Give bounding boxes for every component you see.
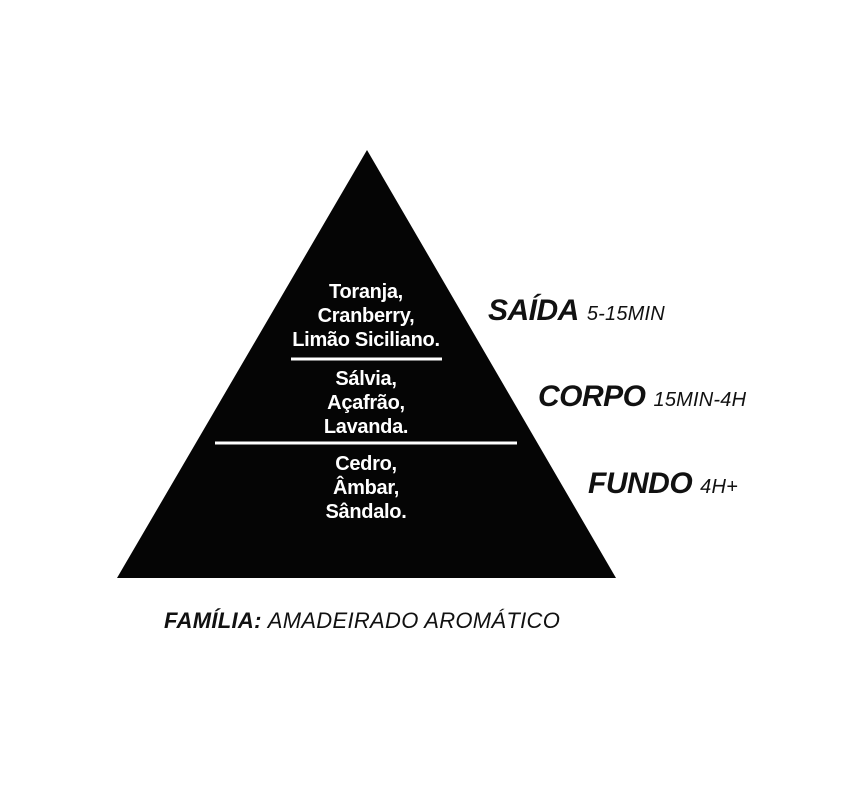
middle-notes: Sálvia, Açafrão, Lavanda. [266, 367, 466, 439]
middle-tier-name: CORPO [538, 380, 646, 413]
middle-tier-label: CORPO 15MIN-4H [538, 380, 746, 414]
base-tier-label: FUNDO 4H+ [588, 467, 738, 501]
family-label: FAMÍLIA: [164, 608, 262, 633]
family-value: AMADEIRADO AROMÁTICO [267, 608, 561, 633]
middle-note: Sálvia, [335, 368, 397, 390]
base-tier-name: FUNDO [588, 467, 693, 500]
base-note: Sândalo. [325, 501, 407, 523]
middle-note: Açafrão, [327, 392, 405, 414]
fragrance-family: FAMÍLIA:AMADEIRADO AROMÁTICO [164, 608, 560, 634]
pyramid-shape [117, 150, 616, 578]
top-note: Cranberry, [317, 305, 415, 327]
top-tier-name: SAÍDA [488, 294, 579, 327]
base-note: Cedro, [335, 453, 397, 475]
top-tier-label: SAÍDA 5-15MIN [488, 294, 665, 328]
top-tier-duration: 5-15MIN [586, 303, 665, 325]
base-tier-duration: 4H+ [700, 476, 739, 498]
top-note: Toranja, [329, 281, 403, 303]
base-note: Âmbar, [332, 477, 399, 499]
top-note: Limão Siciliano. [292, 329, 440, 351]
middle-note: Lavanda. [323, 416, 409, 438]
middle-tier-duration: 15MIN-4H [653, 389, 747, 411]
top-notes: Toranja, Cranberry, Limão Siciliano. [266, 280, 466, 352]
base-notes: Cedro, Âmbar, Sândalo. [266, 452, 466, 524]
